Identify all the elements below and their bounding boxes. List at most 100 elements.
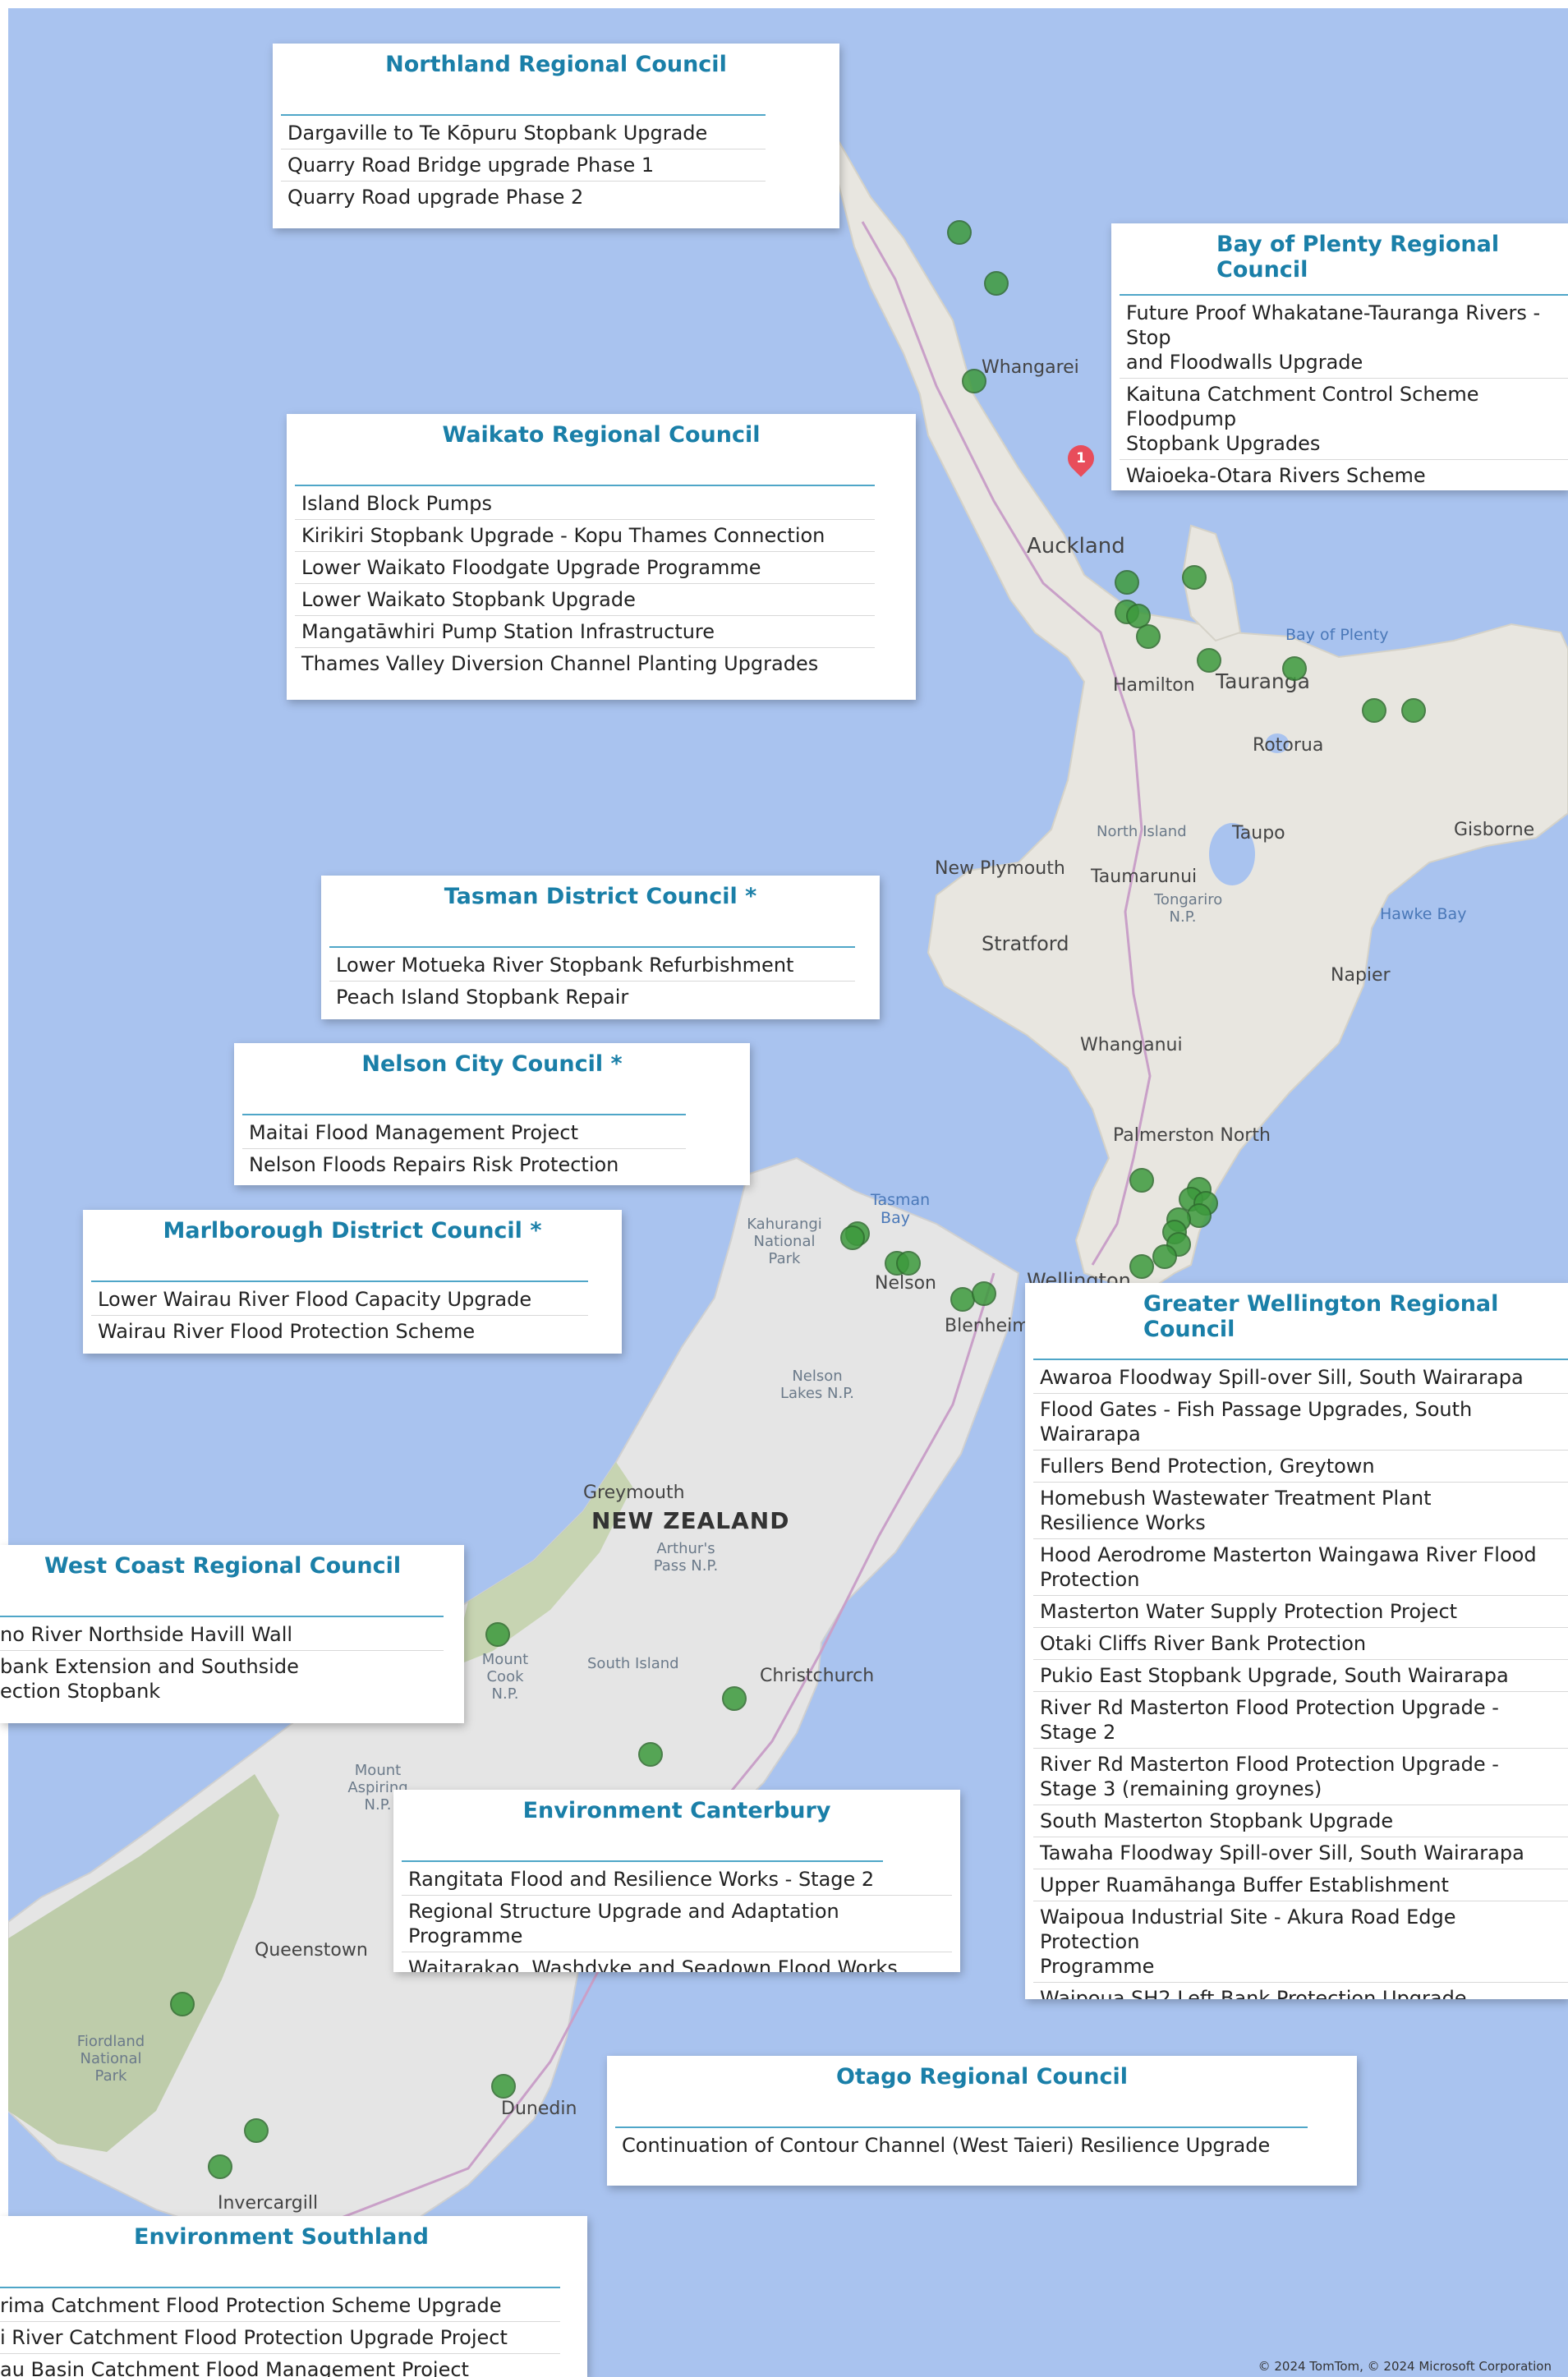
project-item: Quarry Road upgrade Phase 2 — [287, 186, 584, 209]
project-item: Flood Gates - Fish Passage Upgrades, Sou… — [1033, 1394, 1568, 1451]
project-item: Quarry Road Bridge upgrade Phase 1 — [281, 149, 766, 182]
project-item: Wairau River Flood Protection Scheme — [98, 1320, 476, 1343]
project-marker[interactable] — [1152, 1244, 1177, 1269]
project-marker[interactable] — [840, 1225, 865, 1250]
project-item: Waipoua Industrial Site - Akura Road Edg… — [1033, 1901, 1568, 1983]
project-item: Lower Waikato Stopbank Upgrade — [295, 584, 875, 616]
project-item: Nelson Floods Repairs Risk Protection — [249, 1153, 619, 1176]
project-marker[interactable] — [972, 1281, 996, 1306]
project-marker[interactable] — [896, 1251, 921, 1276]
project-marker[interactable] — [485, 1622, 510, 1647]
label-hamilton: Hamilton — [1113, 675, 1195, 696]
project-list: Lower Motueka River Stopbank Refurbishme… — [329, 949, 855, 1013]
project-item: Dargaville to Te Kōpuru Stopbank Upgrade — [281, 117, 766, 149]
project-marker[interactable] — [1129, 1168, 1154, 1193]
project-marker[interactable] — [1136, 624, 1161, 649]
label-greymouth: Greymouth — [583, 1483, 685, 1503]
label-auckland: Auckland — [1027, 534, 1125, 559]
project-marker[interactable] — [491, 2074, 516, 2099]
project-list: Awaroa Floodway Spill-over Sill, South W… — [1033, 1362, 1568, 1999]
label-nelson-lakes: Nelson Lakes N.P. — [780, 1368, 854, 1402]
project-marker[interactable] — [950, 1287, 975, 1312]
project-item: Pukio East Stopbank Upgrade, South Waira… — [1033, 1660, 1568, 1692]
label-hawke-bay: Hawke Bay — [1380, 905, 1467, 923]
project-marker[interactable] — [947, 220, 972, 245]
project-item: bank Extension and Southside ection Stop… — [0, 1655, 299, 1703]
panel-rule — [295, 485, 875, 486]
panel-otago: Otago Regional Council Continuation of C… — [607, 2056, 1357, 2186]
label-palmerston-north: Palmerston North — [1113, 1125, 1271, 1146]
label-arthurs-pass: Arthur's Pass N.P. — [653, 1540, 719, 1575]
project-marker[interactable] — [1282, 656, 1307, 681]
project-item: Thames Valley Diversion Channel Planting… — [301, 652, 819, 675]
label-invercargill: Invercargill — [218, 2193, 319, 2214]
label-tongariro: Tongariro N.P. — [1154, 891, 1223, 926]
panel-title: Nelson City Council * — [361, 1051, 623, 1077]
panel-greater-wellington: Greater Wellington Regional Council Awar… — [1025, 1283, 1568, 1999]
project-marker[interactable] — [1115, 570, 1139, 595]
panel-rule — [91, 1280, 588, 1282]
project-item: no River Northside Havill Wall — [0, 1619, 444, 1651]
project-marker[interactable] — [1401, 698, 1426, 723]
panel-title: Waikato Regional Council — [442, 422, 761, 448]
project-marker[interactable] — [638, 1742, 663, 1767]
project-item: South Masterton Stopbank Upgrade — [1033, 1805, 1568, 1837]
panel-nelson: Nelson City Council * Maitai Flood Manag… — [234, 1043, 750, 1185]
panel-title: Tasman District Council * — [444, 884, 757, 909]
label-fiordland: Fiordland National Park — [76, 2033, 145, 2085]
panel-rule — [1033, 1359, 1568, 1360]
project-item: River Rd Masterton Flood Protection Upgr… — [1033, 1749, 1568, 1805]
label-north-island: North Island — [1097, 823, 1187, 840]
project-item: i River Catchment Flood Protection Upgra… — [0, 2322, 560, 2354]
project-marker[interactable] — [962, 369, 986, 393]
label-stratford: Stratford — [982, 932, 1069, 955]
project-item: Peach Island Stopbank Repair — [336, 986, 629, 1009]
project-marker[interactable] — [1182, 565, 1207, 590]
panel-southland: Environment Southland rima Catchment Flo… — [0, 2216, 587, 2377]
panel-rule — [242, 1114, 686, 1115]
project-item: Maitai Flood Management Project — [242, 1117, 686, 1149]
project-marker[interactable] — [1362, 698, 1386, 723]
project-marker[interactable] — [170, 1992, 195, 2016]
label-gisborne: Gisborne — [1454, 820, 1535, 840]
label-christchurch: Christchurch — [760, 1666, 875, 1686]
fiordland-forest — [8, 1774, 279, 2152]
project-item: Kaituna Catchment Control Scheme Floodpu… — [1120, 379, 1568, 460]
project-item: au Basin Catchment Flood Management Proj… — [0, 2358, 469, 2377]
west-coast-forest — [452, 1462, 632, 1667]
project-marker[interactable] — [722, 1686, 747, 1711]
panel-bay-of-plenty: Bay of Plenty Regional Council Future Pr… — [1111, 223, 1568, 490]
project-item: Masterton Water Supply Protection Projec… — [1033, 1596, 1568, 1628]
panel-title: West Coast Regional Council — [44, 1553, 402, 1579]
project-list: Dargaville to Te Kōpuru Stopbank Upgrade… — [281, 117, 766, 213]
label-queenstown: Queenstown — [255, 1940, 368, 1961]
panel-title: Greater Wellington Regional Council — [1143, 1291, 1499, 1342]
label-dunedin: Dunedin — [501, 2099, 577, 2119]
panel-canterbury: Environment Canterbury Rangitata Flood a… — [393, 1790, 960, 1972]
lake-taupo — [1209, 823, 1255, 885]
label-tasman-bay: Tasman Bay — [871, 1191, 931, 1227]
project-marker[interactable] — [1197, 648, 1221, 673]
project-marker[interactable] — [244, 2118, 269, 2143]
project-item: Kirikiri Stopbank Upgrade - Kopu Thames … — [295, 520, 875, 552]
project-marker[interactable] — [1187, 1203, 1212, 1228]
project-marker[interactable] — [1129, 1254, 1154, 1279]
label-whangarei: Whangarei — [982, 357, 1079, 378]
label-mount-aspiring: Mount Aspiring N.P. — [347, 1762, 408, 1814]
project-item: Otaki Cliffs River Bank Protection — [1033, 1628, 1568, 1660]
land-shapes — [8, 137, 1568, 2377]
project-marker[interactable] — [984, 271, 1009, 296]
panel-west-coast: West Coast Regional Council no River Nor… — [0, 1545, 464, 1723]
panel-rule — [402, 1860, 883, 1862]
project-item: Island Block Pumps — [295, 488, 875, 520]
project-item: Rangitata Flood and Resilience Works - S… — [402, 1864, 952, 1896]
label-bay-of-plenty: Bay of Plenty — [1285, 626, 1389, 644]
project-marker[interactable] — [208, 2154, 232, 2179]
highway-1-shield-icon: 1 — [1062, 439, 1100, 477]
project-item: Lower Waikato Floodgate Upgrade Programm… — [295, 552, 875, 584]
label-taupo: Taupo — [1232, 823, 1285, 844]
panel-rule — [1120, 294, 1568, 296]
project-item: Hood Aerodrome Masterton Waingawa River … — [1033, 1539, 1568, 1596]
